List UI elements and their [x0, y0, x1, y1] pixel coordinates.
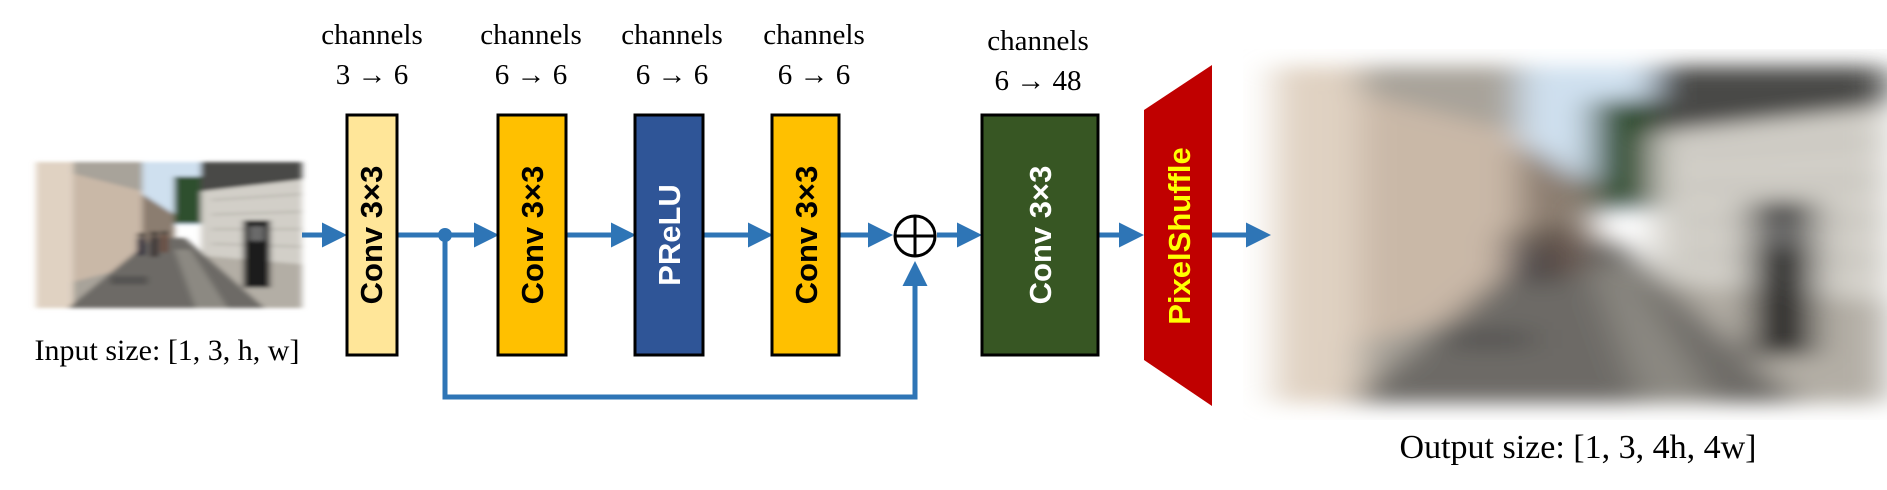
channels-label-5: channels [987, 25, 1088, 57]
conv-block-4: Conv 3×3 [980, 113, 1100, 357]
prelu-block-box [633, 113, 705, 357]
conv-block-3-label: Conv 3×3 [789, 166, 824, 305]
output-image [1274, 66, 1887, 403]
conv-block-1-label: Conv 3×3 [354, 166, 389, 305]
pixelshuffle-block: PixelShuffle [1144, 65, 1212, 406]
pixelshuffle-label: PixelShuffle [1162, 147, 1197, 324]
channels-label-4: channels [763, 19, 864, 51]
conv-block-2-label: Conv 3×3 [515, 166, 550, 305]
skip-connection [442, 235, 928, 400]
conv-block-4-box [980, 113, 1100, 357]
connections [302, 222, 1271, 400]
conv-block-3-box [770, 113, 841, 357]
conv-block-4-label: Conv 3×3 [1023, 166, 1058, 305]
channels-value-2: 6 → 6 [495, 59, 568, 91]
channels-value-4: 6 → 6 [778, 59, 851, 91]
channels-value-5: 6 → 48 [995, 65, 1082, 97]
add-operator [893, 214, 937, 258]
prelu-block-label: PReLU [652, 184, 687, 286]
channels-value-3: 6 → 6 [636, 59, 709, 91]
conv-block-1-box [345, 113, 399, 357]
conv-block-2: Conv 3×3 [496, 113, 568, 357]
input-image [36, 162, 302, 308]
channels-label-2: channels [480, 19, 581, 51]
conv-block-2-box [496, 113, 568, 357]
channels-label-3: channels [621, 19, 722, 51]
prelu-block: PReLU [633, 113, 705, 357]
channels-value-1: 3 → 6 [336, 59, 409, 91]
output-size-caption: Output size: [1, 3, 4h, 4w] [1400, 429, 1757, 466]
conv-block-3: Conv 3×3 [770, 113, 841, 357]
channels-label-1: channels [321, 19, 422, 51]
channel-labels: channels 3 → 6 channels 6 → 6 channels 6… [321, 19, 1088, 97]
skip-junction-dot [438, 228, 452, 242]
conv-block-1: Conv 3×3 [345, 113, 399, 357]
pixelshuffle-shape [1144, 65, 1212, 406]
input-size-caption: Input size: [1, 3, h, w] [35, 334, 300, 367]
